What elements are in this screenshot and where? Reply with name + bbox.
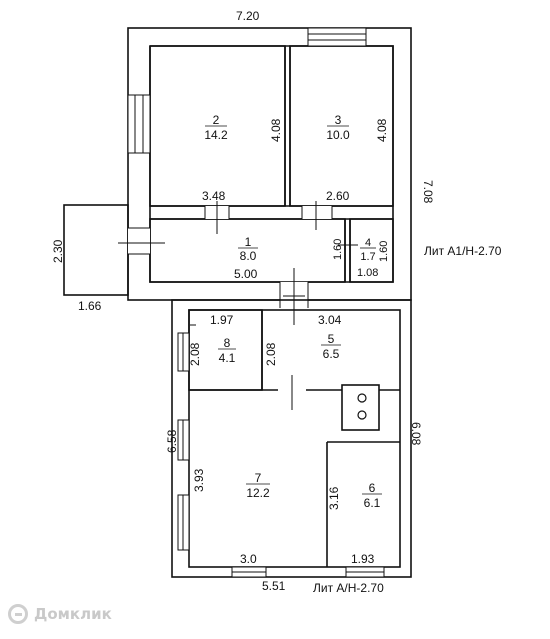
lower-block-walls	[171, 299, 412, 578]
upper-block-walls	[63, 27, 412, 301]
room-2-number: 2	[213, 113, 220, 127]
lower-outer-wall	[171, 299, 412, 578]
dim-hall-length: 5.00	[234, 267, 258, 281]
room-2-area: 14.2	[204, 128, 228, 142]
dim-room8-width: 1.97	[210, 313, 234, 327]
room-5-area: 6.5	[323, 347, 340, 361]
room-5-number: 5	[328, 332, 335, 346]
dim-room5-height: 2.08	[264, 342, 278, 366]
stove-burner-bottom	[357, 410, 367, 420]
stove-burner-top	[357, 393, 367, 403]
room-4-area: 1.7	[360, 251, 375, 263]
room-1-number: 1	[245, 235, 252, 249]
room-6-number: 6	[369, 481, 376, 495]
door-room-3	[302, 206, 332, 219]
dim-bottom-width: 5.51	[262, 579, 286, 593]
watermark-text: Домклик	[34, 605, 112, 623]
dim-hall-right: 2.60	[326, 189, 350, 203]
room-4-number: 4	[365, 237, 371, 249]
dim-lower-right-height: 6.08	[409, 422, 423, 446]
lower-openings	[177, 324, 385, 578]
dim-right-height: 7.08	[421, 180, 435, 204]
dim-room8-height: 2.08	[188, 342, 202, 366]
dim-room6-height: 3.16	[327, 486, 341, 510]
dim-room3-height: 4.08	[375, 118, 389, 142]
room-3-area: 10.0	[326, 128, 350, 142]
dim-room2-height: 4.08	[269, 118, 283, 142]
window-top	[307, 27, 367, 47]
room-8-number: 8	[224, 336, 231, 350]
upper-inner-wall	[149, 45, 394, 283]
dim-lower-left-height: 6.58	[165, 429, 179, 453]
stove	[341, 384, 380, 431]
room-6-area: 6.1	[364, 496, 381, 510]
room-7-area: 12.2	[246, 486, 270, 500]
room-8-area: 4.1	[219, 351, 236, 365]
room-7-number: 7	[255, 471, 262, 485]
room-3-number: 3	[335, 113, 342, 127]
watermark: Домклик	[8, 604, 112, 624]
lower-block-label: Лит А/Н-2.70	[313, 581, 384, 595]
window-left	[127, 94, 151, 154]
dim-top-width: 7.20	[236, 9, 260, 23]
stove-burners	[357, 393, 367, 420]
dim-porch-height: 2.30	[51, 239, 65, 263]
dim-closet-height: 1.60	[332, 239, 344, 260]
dim-room6-width: 1.93	[351, 552, 375, 566]
dim-closet-height-right: 1.60	[378, 241, 390, 262]
dim-room7-width: 3.0	[240, 552, 257, 566]
upper-openings	[118, 27, 367, 325]
room-1-area: 8.0	[240, 249, 257, 263]
domclick-logo-icon	[8, 604, 28, 624]
dim-room7-height: 3.93	[192, 468, 206, 492]
upper-block-label: Лит А1/Н-2.70	[424, 244, 502, 258]
dim-room5-width: 3.04	[318, 313, 342, 327]
porch-wall	[63, 204, 129, 296]
door-porch	[128, 228, 150, 254]
dim-hall-left: 3.48	[202, 189, 226, 203]
room-labels: 2 14.2 3 10.0 1 8.0 4 1.7 8 4.1 5 6.5 7 …	[204, 113, 382, 510]
lower-inner-wall	[188, 309, 401, 568]
dim-porch-width: 1.66	[78, 299, 102, 313]
dim-closet-width: 1.08	[357, 267, 378, 279]
